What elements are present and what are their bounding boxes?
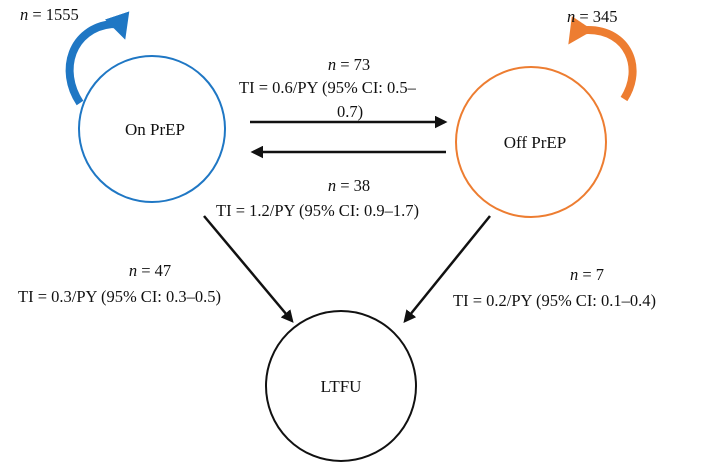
off-prep-self-loop-arrow — [568, 16, 637, 102]
n-symbol: n — [570, 265, 578, 284]
on-prep-label: On PrEP — [125, 120, 185, 139]
off-prep-circle — [455, 66, 607, 218]
arrow-on-to-ltfu — [203, 215, 294, 323]
on-prep-self-n: = 1555 — [32, 5, 78, 24]
on-prep-self-count: n = 1555 — [20, 5, 79, 24]
on-to-off-count: n = 73 — [328, 55, 370, 74]
n-symbol: n — [129, 261, 137, 280]
on-to-off-ti-line1: TI = 0.6/PY (95% CI: 0.5– — [239, 78, 417, 97]
off-to-on-n: = 38 — [340, 176, 370, 195]
off-to-ltfu-ti: TI = 0.2/PY (95% CI: 0.1–0.4) — [453, 291, 656, 310]
ltfu-circle — [265, 310, 417, 462]
off-to-ltfu-n: = 7 — [582, 265, 604, 284]
n-symbol: n — [20, 5, 28, 24]
on-prep-self-loop-arrow — [65, 11, 130, 106]
n-symbol: n — [567, 7, 575, 26]
arrow-off-to-ltfu — [403, 215, 491, 323]
on-to-ltfu-count: n = 47 — [129, 261, 171, 280]
off-to-ltfu-count: n = 7 — [570, 265, 604, 284]
off-prep-label: Off PrEP — [504, 133, 567, 152]
on-to-off-ti-line2: 0.7) — [337, 102, 363, 121]
on-to-ltfu-ti: TI = 0.3/PY (95% CI: 0.3–0.5) — [18, 287, 221, 306]
ltfu-label: LTFU — [321, 377, 362, 396]
on-prep-circle — [78, 55, 226, 203]
node-on-prep: On PrEP — [78, 55, 226, 203]
on-to-ltfu-n: = 47 — [141, 261, 171, 280]
node-ltfu: LTFU — [265, 310, 417, 462]
off-prep-self-n: = 345 — [579, 7, 617, 26]
node-off-prep: Off PrEP — [455, 66, 607, 218]
off-to-on-count: n = 38 — [328, 176, 370, 195]
off-prep-self-count: n = 345 — [567, 7, 618, 26]
off-to-on-ti: TI = 1.2/PY (95% CI: 0.9–1.7) — [216, 201, 419, 220]
on-to-off-n: = 73 — [340, 55, 370, 74]
n-symbol: n — [328, 55, 336, 74]
n-symbol: n — [328, 176, 336, 195]
